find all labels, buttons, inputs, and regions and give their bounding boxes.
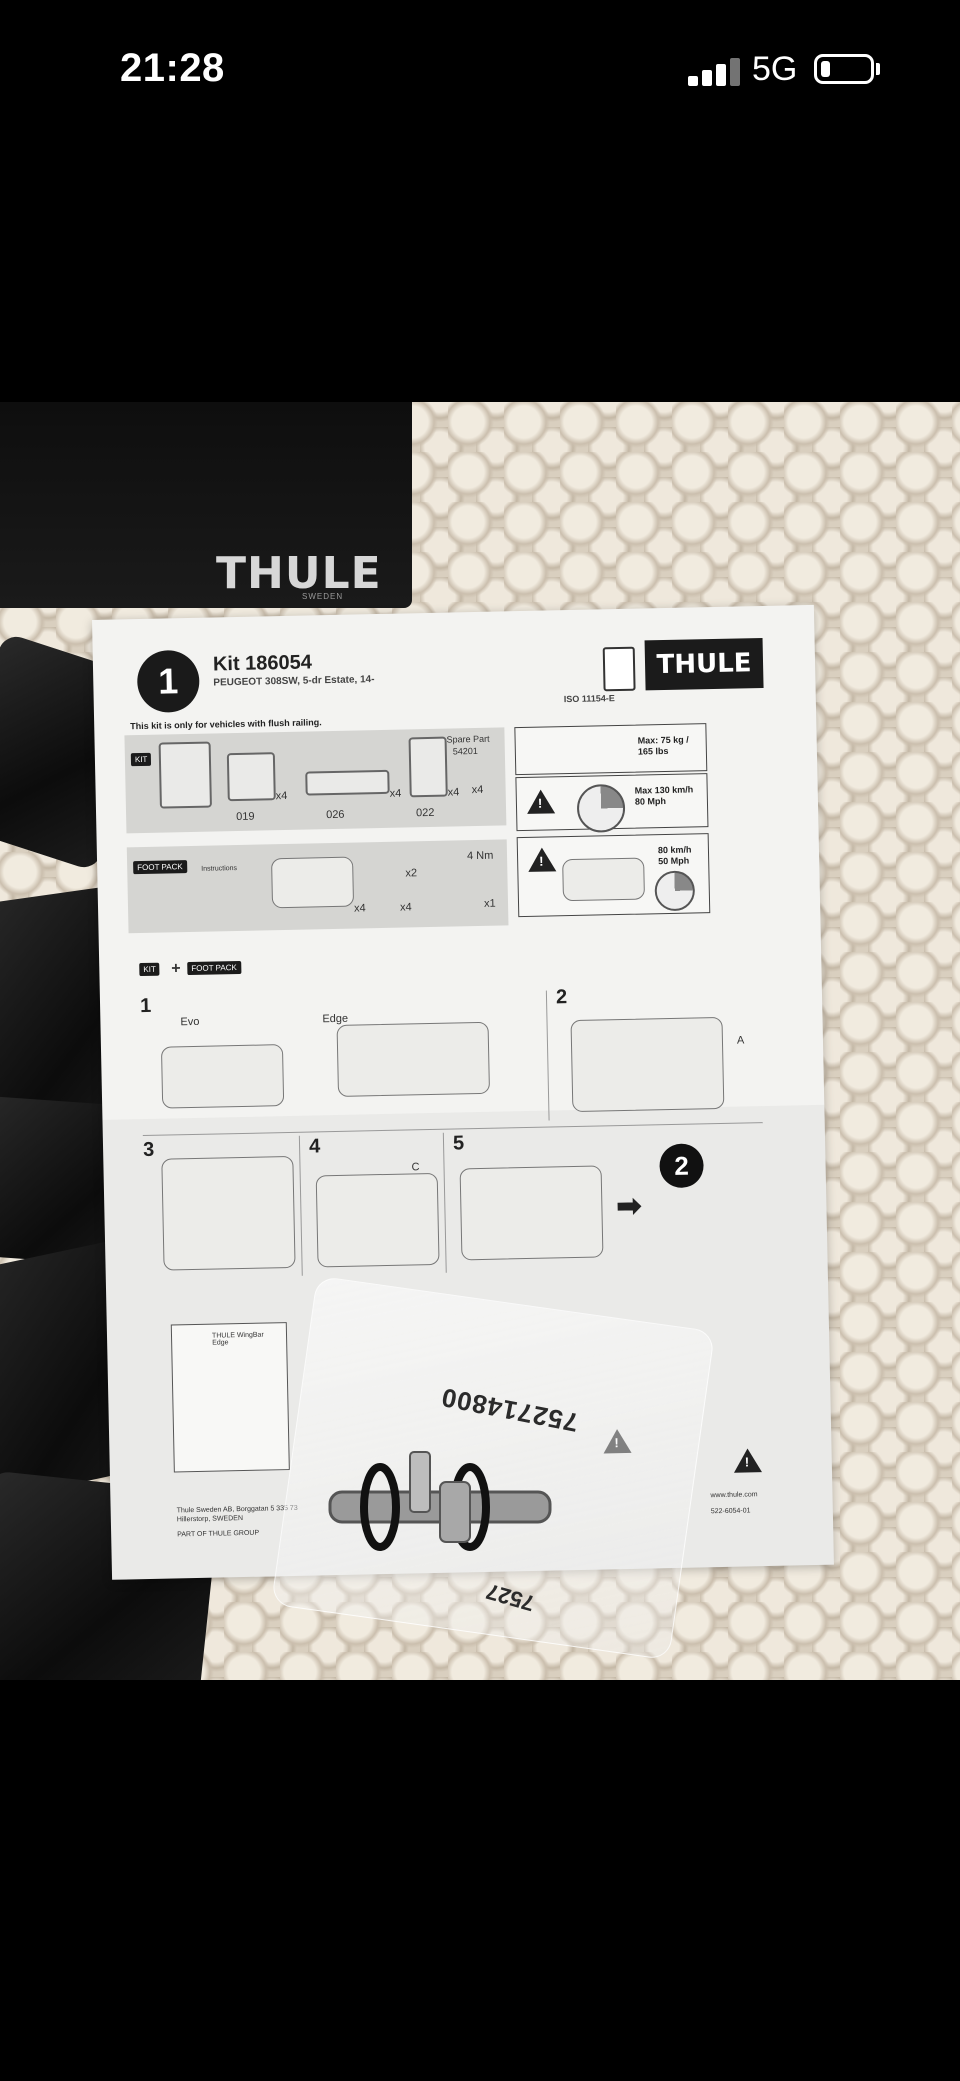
- vehicle-note: This kit is only for vehicles with flush…: [130, 717, 322, 732]
- speed-gauge-icon-2: [654, 870, 696, 912]
- photo[interactable]: THULE SWEDEN 1 Kit 186054 PEUGEOT 308SW,…: [0, 402, 960, 1680]
- warning-icon-4: [733, 1448, 762, 1473]
- step-1-label-edge: Edge: [322, 1012, 349, 1026]
- battery-icon: [814, 54, 874, 84]
- warning-icon: [526, 789, 556, 814]
- step-1-number: 1: [139, 994, 152, 1018]
- network-type: 5G: [752, 50, 798, 88]
- tuv-certification-icon: [602, 646, 636, 692]
- section-tag-kit: KIT: [139, 962, 160, 977]
- step-number-badge: 1: [136, 649, 200, 714]
- winglet-label: THULE WingBar Edge: [211, 1331, 264, 1347]
- part-019-qty: x4: [275, 789, 288, 803]
- speed-spec-1: Max 130 km/h 80 Mph: [634, 784, 694, 807]
- cellular-signal-icon: [688, 56, 744, 86]
- part-022: [408, 736, 448, 798]
- part-022-code: 022: [415, 806, 435, 820]
- foot-pack-instructions: Instructions: [201, 865, 238, 873]
- thule-logo: THULE: [644, 637, 764, 691]
- speed-warning-2: 80 km/h 50 Mph: [516, 833, 711, 918]
- winglet-panel: THULE WingBar Edge: [170, 1322, 290, 1473]
- box-logo-sub: SWEDEN: [302, 592, 344, 601]
- load-spec: Max: 75 kg / 165 lbs: [637, 734, 689, 757]
- car-sketch: [562, 857, 645, 902]
- spare-part-code: 54201: [452, 745, 478, 757]
- footer-doc: 522-6054-01: [710, 1507, 751, 1516]
- step-3-number: 3: [142, 1138, 155, 1162]
- divider: [545, 990, 550, 1121]
- part-instructions-sheet: [158, 741, 212, 809]
- status-time: 21:28: [120, 46, 225, 90]
- step-1-edge-sketch: [336, 1021, 491, 1097]
- step-4-number: 4: [308, 1135, 321, 1158]
- foot-pack-panel: FOOT PACK Instructions x4 x2 x4 4 Nm x1: [126, 839, 509, 934]
- step-2-sketch: [570, 1016, 725, 1113]
- foot-sketch: [271, 856, 355, 909]
- iso-standard: ISO 11154-E: [563, 693, 615, 705]
- part-026-qty: x4: [389, 787, 402, 800]
- step-4-label: C: [411, 1161, 420, 1174]
- step-5-sketch: [459, 1165, 604, 1261]
- spare-part-label: Spare Part: [446, 733, 490, 745]
- bolt-hardware: [328, 1451, 552, 1551]
- next-arrow-icon: ➡: [616, 1189, 642, 1224]
- part-026-code: 026: [326, 808, 345, 822]
- battery-tip: [876, 63, 880, 75]
- kit-vehicle: PEUGEOT 308SW, 5-dr Estate, 14-: [213, 674, 375, 689]
- kit-title: Kit 186054: [212, 651, 313, 676]
- speed-warning-1: Max 130 km/h 80 Mph: [515, 773, 709, 833]
- part-026: [305, 769, 390, 796]
- part-019: [226, 752, 276, 802]
- locks-qty: x4: [399, 901, 412, 914]
- torque-value: 4 Nm: [466, 849, 494, 863]
- keys-qty: x2: [405, 867, 418, 880]
- thule-box: THULE SWEDEN: [0, 402, 412, 608]
- step-1-evo-sketch: [160, 1044, 285, 1109]
- footer-site: www.thule.com: [710, 1491, 758, 1500]
- plus-sign: +: [171, 960, 181, 978]
- footer-group: PART OF THULE GROUP: [177, 1529, 260, 1539]
- spare-part-qty: x4: [471, 783, 484, 797]
- tool-qty: x1: [483, 897, 496, 910]
- step-5-number: 5: [452, 1132, 465, 1155]
- speed-spec-2: 80 km/h 50 Mph: [657, 844, 692, 867]
- section-tag-foot: FOOT PACK: [187, 960, 241, 976]
- status-bar: 21:28 5G: [0, 0, 960, 140]
- foot-qty: x4: [353, 902, 366, 915]
- part-019-code: 019: [236, 810, 255, 824]
- speed-gauge-icon: [576, 783, 626, 833]
- step-2-number: 2: [555, 986, 568, 1009]
- step-4-sketch: [315, 1172, 440, 1268]
- kit-tag: KIT: [130, 752, 152, 767]
- warning-icon-2: [527, 847, 557, 872]
- part-022-qty: x4: [447, 786, 460, 799]
- foot-pack-tag: FOOT PACK: [133, 860, 187, 875]
- step-3-sketch: [161, 1155, 296, 1271]
- load-warning: Max: 75 kg / 165 lbs: [514, 723, 708, 776]
- box-logo: THULE: [216, 548, 382, 599]
- step-1-label-evo: Evo: [180, 1015, 200, 1029]
- step-2-label: A: [736, 1034, 745, 1047]
